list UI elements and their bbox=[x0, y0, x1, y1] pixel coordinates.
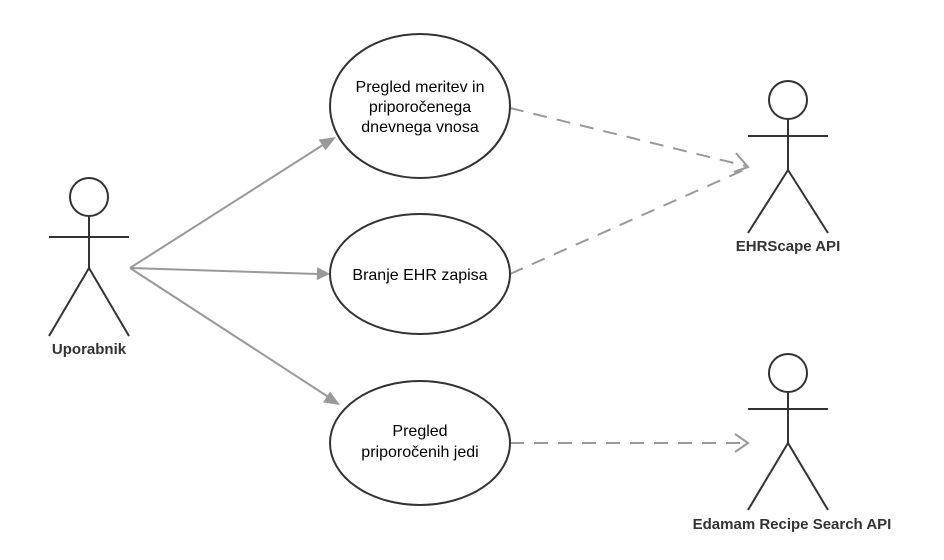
actor-user: Uporabnik bbox=[48, 177, 130, 358]
open-arrowhead-icon bbox=[734, 433, 750, 453]
stick-figure-icon bbox=[747, 353, 829, 511]
actor-edamam-api: Edamam Recipe Search API bbox=[693, 353, 892, 533]
use-case-ellipse bbox=[329, 213, 511, 335]
stick-figure-icon bbox=[48, 177, 130, 337]
use-case-text-line: dnevnega vnosa bbox=[361, 119, 479, 136]
use-case-text-line: Pregled bbox=[392, 423, 447, 440]
stick-figure-icon bbox=[747, 80, 829, 234]
arrowhead-icon bbox=[323, 391, 340, 405]
actor-label: Uporabnik bbox=[52, 341, 127, 358]
association-user-recipes bbox=[129, 267, 340, 405]
use-case-ehr: Branje EHR zapisa bbox=[329, 213, 511, 335]
actor-label: Edamam Recipe Search API bbox=[693, 516, 892, 533]
dependency-measurements-ehrscape bbox=[509, 107, 750, 173]
arrowhead-icon bbox=[316, 267, 330, 281]
actor-label: EHRScape API bbox=[736, 238, 840, 255]
use-case-text-line: priporočenih jedi bbox=[361, 444, 478, 461]
dependency-recipes-edamam bbox=[510, 433, 750, 453]
open-arrowhead-icon bbox=[733, 152, 750, 173]
dependency-ehr-ehrscape bbox=[509, 168, 747, 275]
arrowhead-icon bbox=[318, 137, 336, 151]
use-case-text-line: Pregled meritev in bbox=[356, 79, 485, 96]
use-case-text-line: Branje EHR zapisa bbox=[352, 267, 487, 284]
use-case-ellipse bbox=[329, 33, 511, 179]
association-user-ehr bbox=[129, 267, 330, 281]
use-case-recipes: Pregled priporočenih jedi bbox=[329, 380, 511, 506]
use-case-ellipse bbox=[329, 380, 511, 506]
use-case-measurements: Pregled meritev in priporočenega dnevneg… bbox=[329, 33, 511, 179]
actor-ehrscape-api: EHRScape API bbox=[736, 80, 840, 255]
use-case-text-line: priporočenega bbox=[369, 99, 471, 116]
association-user-measurements bbox=[129, 137, 336, 269]
